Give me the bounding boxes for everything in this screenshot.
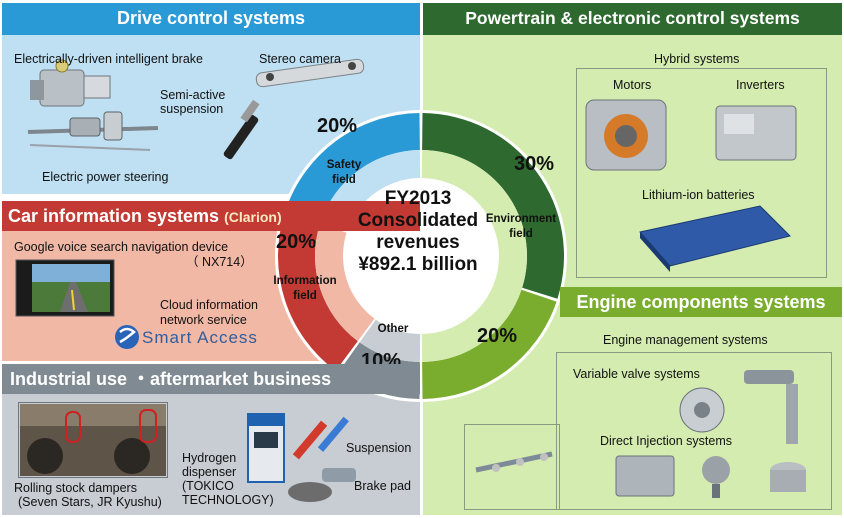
outer-segment-4 xyxy=(285,113,420,223)
hydrogen-label-line1: Hydrogen xyxy=(182,451,237,465)
suspension-aftermarket-label: Suspension xyxy=(346,441,412,455)
clarion-label: (Clarion) xyxy=(224,209,282,225)
inner-field-label-1: Other xyxy=(378,323,409,335)
fuel-pump-image xyxy=(702,456,730,498)
inner-field-label-2: Information xyxy=(273,275,336,287)
inner-field-label-0-line2: field xyxy=(509,228,533,240)
suspension-parts-image xyxy=(292,416,349,460)
outer-pct-label-1: 20% xyxy=(477,325,517,347)
center-line3: revenues xyxy=(376,232,460,253)
center-line2: Consolidated xyxy=(357,210,479,231)
industrial-title: Industrial use ・aftermarket business xyxy=(2,364,420,394)
engine-management-label: Engine management systems xyxy=(603,333,768,347)
brake-pad-label: Brake pad xyxy=(354,479,411,493)
outer-segment-1 xyxy=(422,289,557,399)
powertrain-title: Powertrain & electronic control systems xyxy=(423,3,842,35)
inner-field-label-3: Safety xyxy=(327,159,362,171)
lithium-ion-battery-image xyxy=(639,205,791,272)
brake-pad-image xyxy=(288,468,356,502)
hydrogen-dispenser-image xyxy=(247,413,285,483)
brake-label: Electrically-driven intelligent brake xyxy=(14,52,203,66)
dampers-label-line2: (Seven Stars, JR Kyushu) xyxy=(18,495,162,509)
hybrid-systems-box xyxy=(576,68,827,278)
direct-injection-label: Direct Injection systems xyxy=(600,434,732,448)
inner-field-label-0: Environment xyxy=(486,213,556,225)
inner-field-0 xyxy=(421,150,528,362)
inner-field-label-3-line2: field xyxy=(332,174,356,186)
motors-label: Motors xyxy=(613,78,652,92)
engine-components-title: Engine components systems xyxy=(560,287,842,317)
inner-field-label-2-line2: field xyxy=(293,290,317,302)
outer-segment-0 xyxy=(422,113,564,299)
suspension-label-line1: Semi-active xyxy=(160,88,226,102)
dampers-label-line1: Rolling stock dampers xyxy=(14,481,137,495)
outer-pct-label-0: 30% xyxy=(514,153,554,175)
stereo-camera-label: Stereo camera xyxy=(259,52,341,66)
steering-rack-image xyxy=(27,111,159,151)
variable-valve-label: Variable valve systems xyxy=(573,367,700,381)
motor-image xyxy=(585,99,667,171)
navigation-label-line1: Google voice search navigation device xyxy=(14,240,229,254)
suspension-label-line2: suspension xyxy=(160,102,224,116)
steering-label: Electric power steering xyxy=(42,170,169,184)
car-information-title-text: Car information systems xyxy=(8,206,220,226)
smart-access-logo: Smart Access xyxy=(142,328,258,347)
ecu-image xyxy=(615,455,675,497)
cloud-label-line1: Cloud information xyxy=(160,298,258,312)
inverter-image xyxy=(715,105,797,161)
dampers-image-box xyxy=(18,402,168,478)
batteries-label: Lithium-ion batteries xyxy=(642,188,755,202)
rolling-stock-dampers-image xyxy=(20,404,166,476)
injection-image-box xyxy=(464,424,560,510)
inverters-label: Inverters xyxy=(736,78,785,92)
hydrogen-label-line2: dispenser xyxy=(182,465,237,479)
car-information-title: Car information systems (Clarion) xyxy=(2,201,420,231)
variable-valve-image xyxy=(679,370,798,444)
center-title: FY2013 Consolidated revenues ¥892.1 bill… xyxy=(338,188,498,276)
outer-pct-label-3: 20% xyxy=(276,231,316,253)
outer-segment-3 xyxy=(278,213,358,371)
direct-injection-image xyxy=(475,451,553,473)
inner-field-1 xyxy=(359,319,421,362)
navigation-label-line2: （ NX714） xyxy=(186,255,253,269)
navigation-device-image xyxy=(15,259,115,317)
hydrogen-label-line4: TECHNOLOGY) xyxy=(182,493,274,507)
inner-field-2 xyxy=(315,224,375,342)
center-line4: ¥892.1 billion xyxy=(358,254,478,275)
smart-access-logo-mark xyxy=(115,325,139,349)
engine-management-box xyxy=(556,352,832,510)
hydrogen-label-line3: (TOKICO xyxy=(182,479,234,493)
center-line1: FY2013 xyxy=(384,188,452,209)
outer-pct-label-4: 20% xyxy=(317,115,357,137)
cloud-label-line2: network service xyxy=(160,313,247,327)
shock-absorber-image xyxy=(223,99,260,160)
piston-image xyxy=(770,462,806,492)
stereo-camera-image xyxy=(255,58,365,88)
drive-control-title: Drive control systems xyxy=(2,3,420,35)
brake-unit-image xyxy=(30,59,111,107)
hybrid-systems-label: Hybrid systems xyxy=(654,52,740,66)
